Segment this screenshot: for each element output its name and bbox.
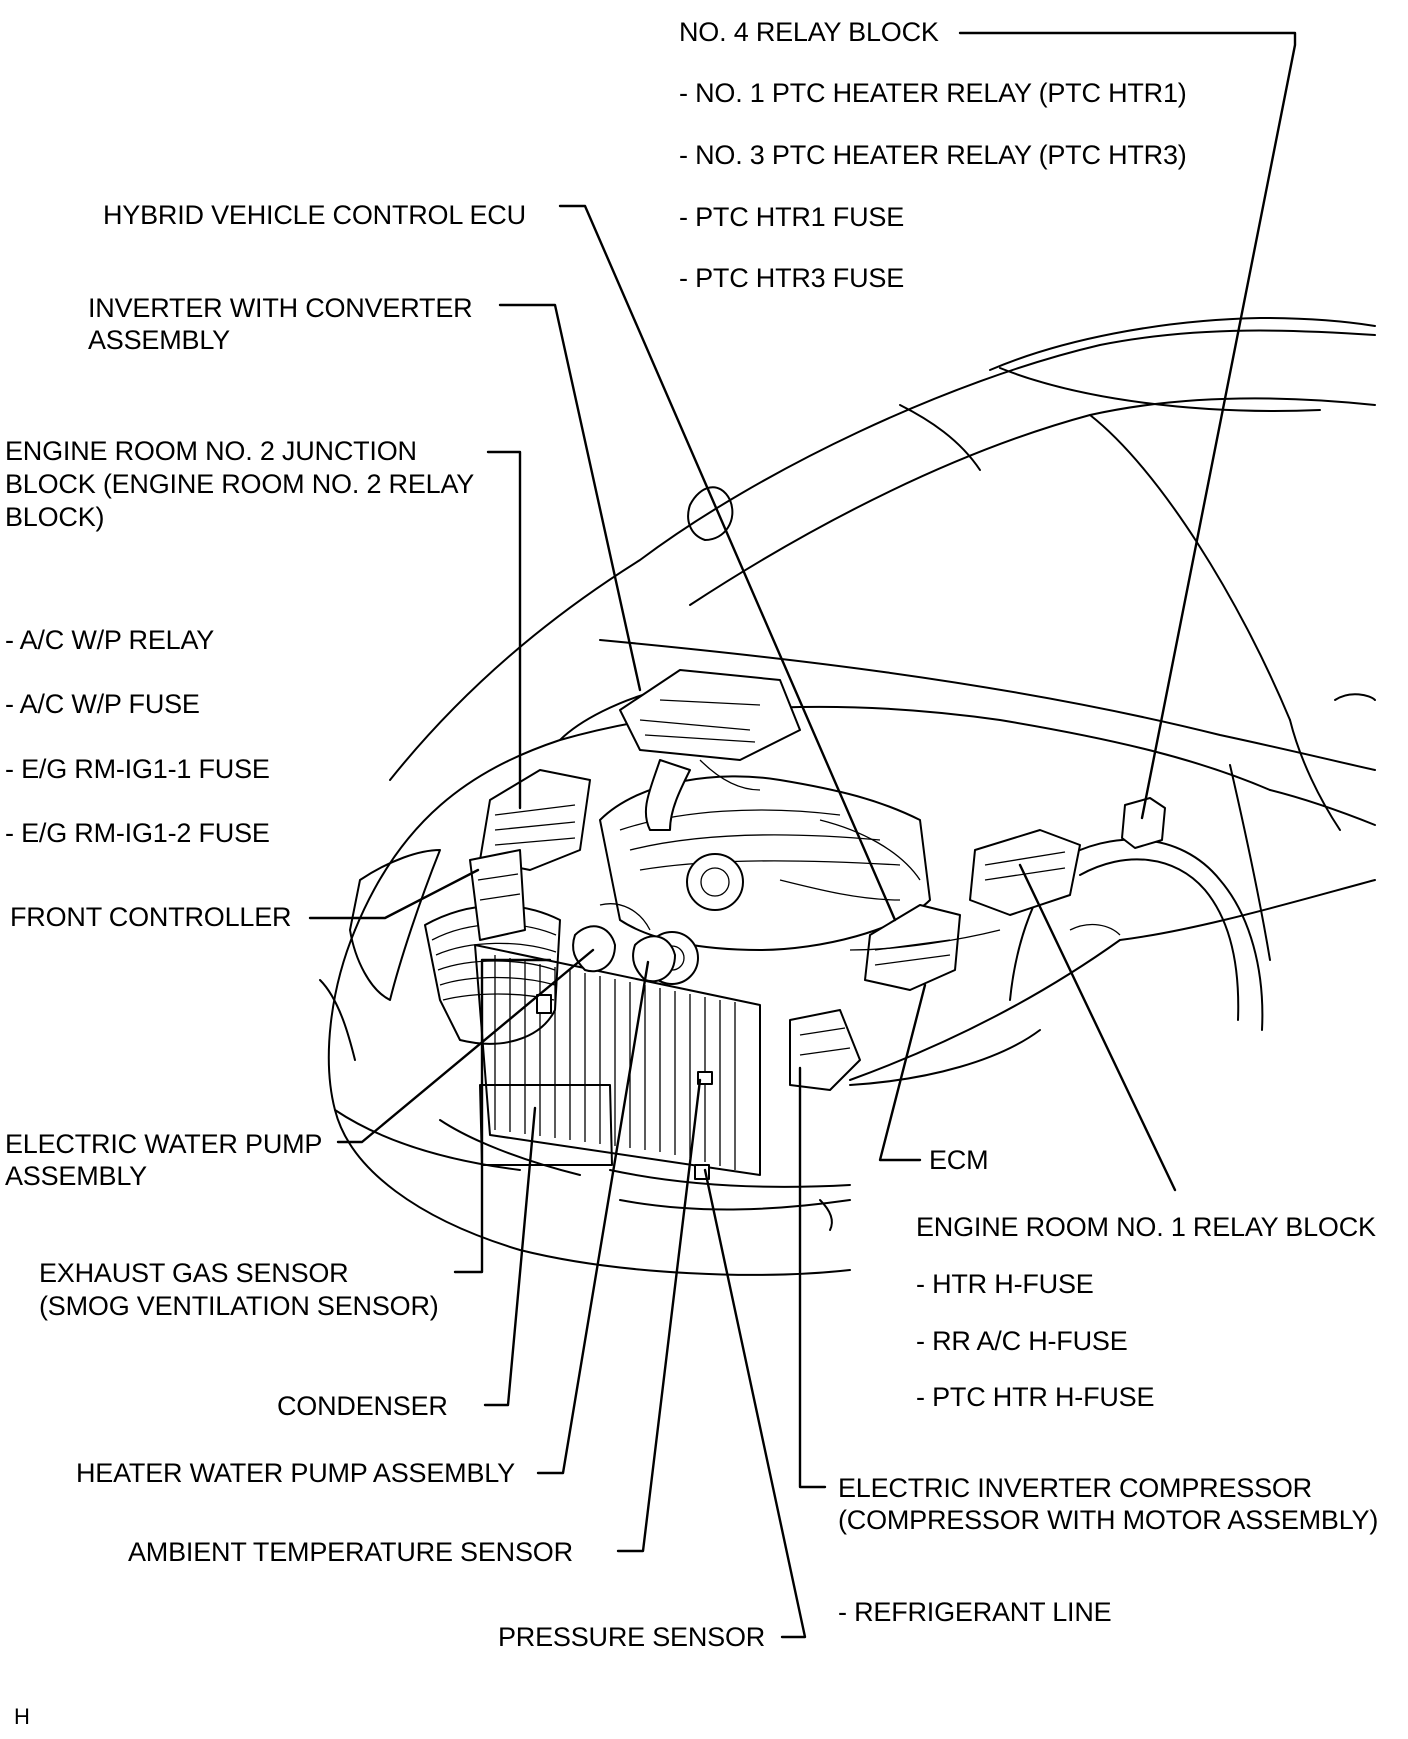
label-inverter-line1: INVERTER WITH CONVERTER <box>88 293 473 323</box>
label-rr-ac-hfuse: - RR A/C H-FUSE <box>916 1326 1128 1356</box>
label-htr-hfuse: - HTR H-FUSE <box>916 1269 1094 1299</box>
water-pumps <box>536 903 713 1180</box>
corner-mark: H <box>14 1704 30 1729</box>
label-ptc-htr3-fuse: - PTC HTR3 FUSE <box>679 263 905 293</box>
inverter-assembly <box>619 669 801 831</box>
label-inverter-line2: ASSEMBLY <box>88 325 230 355</box>
label-ptc-htr1-fuse: - PTC HTR1 FUSE <box>679 202 905 232</box>
label-relay-block-1: ENGINE ROOM NO. 1 RELAY BLOCK <box>916 1212 1376 1242</box>
label-ptc-htr-hfuse: - PTC HTR H-FUSE <box>916 1382 1155 1412</box>
label-front-controller: FRONT CONTROLLER <box>10 902 292 932</box>
label-hv-ecu: HYBRID VEHICLE CONTROL ECU <box>103 200 526 230</box>
label-eg-ig1-1-fuse: - E/G RM-IG1-1 FUSE <box>5 754 270 784</box>
label-refrigerant-line: - REFRIGERANT LINE <box>838 1597 1112 1627</box>
label-ptc-relay-3: - NO. 3 PTC HEATER RELAY (PTC HTR3) <box>679 140 1187 170</box>
label-junction-block-2-line3: BLOCK) <box>5 502 105 532</box>
label-exhaust-gas-sensor-line2: (SMOG VENTILATION SENSOR) <box>39 1291 439 1321</box>
right-side-components <box>789 797 1166 1091</box>
label-compressor-line2: (COMPRESSOR WITH MOTOR ASSEMBLY) <box>838 1505 1379 1535</box>
label-heater-water-pump: HEATER WATER PUMP ASSEMBLY <box>76 1458 515 1488</box>
label-junction-block-2-line2: BLOCK (ENGINE ROOM NO. 2 RELAY <box>5 469 475 499</box>
car-body-outline <box>319 317 1376 1276</box>
label-electric-water-pump-line1: ELECTRIC WATER PUMP <box>5 1129 323 1159</box>
label-pressure-sensor: PRESSURE SENSOR <box>498 1622 766 1652</box>
label-ac-wp-relay: - A/C W/P RELAY <box>5 625 215 655</box>
label-ac-wp-fuse: - A/C W/P FUSE <box>5 689 200 719</box>
label-electric-water-pump-line2: ASSEMBLY <box>5 1161 147 1191</box>
label-ptc-relay-1: - NO. 1 PTC HEATER RELAY (PTC HTR1) <box>679 78 1187 108</box>
label-compressor-line1: ELECTRIC INVERTER COMPRESSOR <box>838 1473 1312 1503</box>
label-junction-block-2-line1: ENGINE ROOM NO. 2 JUNCTION <box>5 436 417 466</box>
label-ecm: ECM <box>929 1145 989 1175</box>
label-eg-ig1-2-fuse: - E/G RM-IG1-2 FUSE <box>5 818 270 848</box>
label-relay-block-4: NO. 4 RELAY BLOCK <box>679 17 939 47</box>
junction-block-2 <box>469 769 591 941</box>
label-ambient-temperature-sensor: AMBIENT TEMPERATURE SENSOR <box>128 1537 573 1567</box>
leader-lines <box>308 31 1297 1639</box>
label-condenser: CONDENSER <box>277 1391 448 1421</box>
label-exhaust-gas-sensor-line1: EXHAUST GAS SENSOR <box>39 1258 349 1288</box>
